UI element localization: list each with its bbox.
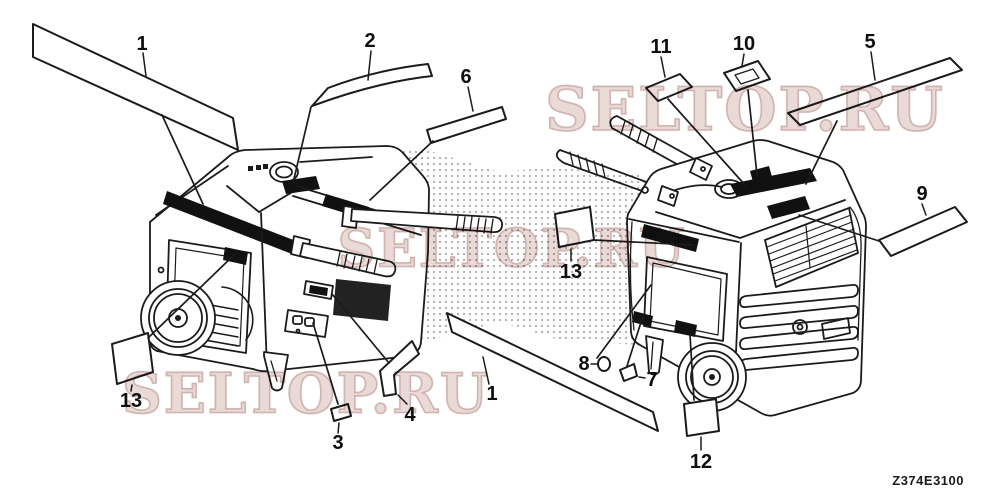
callout-number-6: 6	[460, 66, 472, 88]
decal-shapes	[32, 23, 968, 437]
callout-number-13: 13	[119, 390, 143, 412]
callout-number-1: 1	[486, 383, 498, 405]
callout-number-12: 12	[689, 451, 713, 473]
part-code: Z374E3100	[892, 473, 964, 488]
handle-bars	[555, 115, 706, 202]
callout-number-2: 2	[364, 30, 376, 52]
callout-number-1: 1	[136, 33, 148, 55]
callout-ticks	[130, 50, 927, 451]
callout-number-7: 7	[646, 369, 658, 391]
callout-number-11: 11	[650, 36, 672, 58]
callout-number-10: 10	[732, 33, 756, 55]
callout-number-5: 5	[864, 31, 876, 53]
left-generator	[140, 145, 503, 392]
right-generator	[555, 115, 867, 417]
watermark-text: SELTOP.RU	[337, 218, 687, 281]
callout-number-4: 4	[404, 404, 416, 426]
callout-number-9: 9	[916, 183, 928, 205]
callout-number-3: 3	[332, 432, 344, 454]
watermark-text: SELTOP.RU	[121, 360, 490, 427]
callout-number-8: 8	[578, 353, 590, 375]
leader-lines	[147, 89, 880, 405]
callout-number-13: 13	[559, 261, 583, 283]
watermark-text: SELTOP.RU	[544, 74, 945, 146]
